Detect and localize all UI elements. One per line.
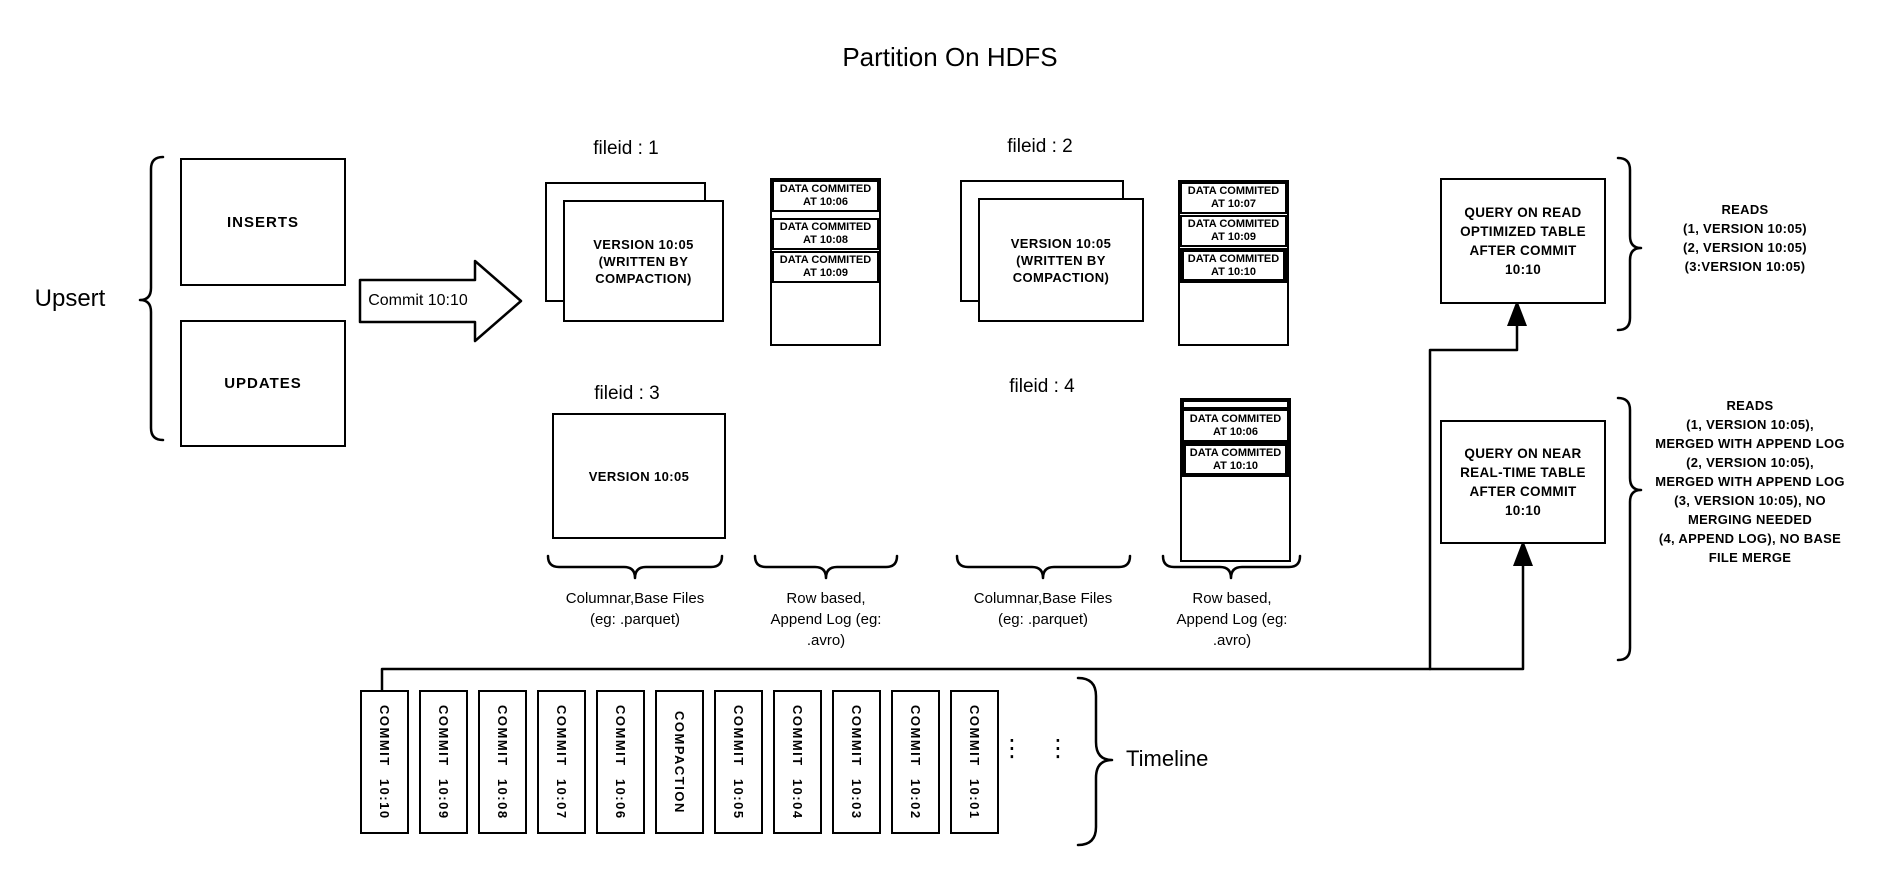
log-segment: DATA COMMITED AT 10:07 [1180,182,1287,214]
timeline-item-label: COMMIT 10:04 [790,704,805,820]
log-segment-label: DATA COMMITED AT 10:09 [779,254,872,279]
fileid-4-label: fileid : 4 [1009,376,1075,397]
log-segment-empty [1182,400,1289,409]
timeline-item-label: COMMIT 10:02 [908,704,923,820]
log-segment-label: DATA COMMITED AT 10:07 [1187,185,1280,210]
inserts-label: INSERTS [226,213,299,231]
fileid-1-base-file: VERSION 10:05 (WRITTEN BY COMPACTION) [563,200,724,322]
upsert-brace-icon [138,155,165,442]
legend-rowbased-1: Row based, Append Log (eg: .avro) [770,590,882,649]
timeline-item-label: COMMIT 10:03 [849,704,864,820]
timeline-item-label: COMMIT 10:08 [495,704,510,820]
updates-box: UPDATES [180,320,346,447]
commit-arrow-icon [358,259,523,343]
timeline-commit-10-09: COMMIT 10:09 [419,690,468,834]
log-segment-label: DATA COMMITED AT 10:08 [779,221,872,246]
underbrace-rowbased-2-icon [1161,554,1302,580]
log-segment: DATA COMMITED AT 10:09 [1180,215,1287,247]
fileid-1-label: fileid : 1 [593,138,659,159]
timeline-ellipsis-1: ⋮ [1000,735,1024,762]
fileid-3-base-file: VERSION 10:05 [552,413,726,539]
query-read-optimized-label: QUERY ON READ OPTIMIZED TABLE AFTER COMM… [1460,205,1586,277]
timeline-commit-10-08: COMMIT 10:08 [478,690,527,834]
timeline-label: Timeline [1126,746,1209,771]
query-near-real-time-box: QUERY ON NEAR REAL-TIME TABLE AFTER COMM… [1440,420,1606,544]
log-segment: DATA COMMITED AT 10:06 [1182,409,1289,442]
timeline-commit-10-05: COMMIT 10:05 [714,690,763,834]
timeline-commit-10-10: COMMIT 10:10 [360,690,409,834]
fileid-3-version-label: VERSION 10:05 [588,468,690,484]
reads-near-real-time: READS (1, VERSION 10:05), MERGED WITH AP… [1655,398,1845,565]
legend-rowbased-2: Row based, Append Log (eg: .avro) [1176,590,1288,649]
fileid-2-label: fileid : 2 [1007,136,1073,157]
timeline-commit-10-07: COMMIT 10:07 [537,690,586,834]
fileid-2-base-file: VERSION 10:05 (WRITTEN BY COMPACTION) [978,198,1144,322]
fileid-2-append-log: DATA COMMITED AT 10:07 DATA COMMITED AT … [1178,180,1289,346]
query-near-real-time-label: QUERY ON NEAR REAL-TIME TABLE AFTER COMM… [1460,446,1586,518]
timeline-commit-10-06: COMMIT 10:06 [596,690,645,834]
underbrace-columnar-2-icon [955,554,1132,580]
connector-timeline-to-read-optimized [1428,320,1519,671]
fileid-4-append-log: DATA COMMITED AT 10:06 DATA COMMITED AT … [1180,398,1291,562]
fileid-3-label: fileid : 3 [594,383,660,404]
timeline-item-label: COMMIT 10:07 [554,704,569,820]
timeline-item-label: COMMIT 10:01 [967,704,982,820]
timeline-ellipsis-2: ⋮ [1046,735,1070,762]
log-segment-label: DATA COMMITED AT 10:10 [1189,446,1282,472]
log-segment-label: DATA COMMITED AT 10:06 [1189,412,1282,438]
fileid-1-version-label: VERSION 10:05 (WRITTEN BY COMPACTION) [593,236,694,286]
upsert-label: Upsert [34,285,106,312]
log-segment-label: DATA COMMITED AT 10:10 [1187,252,1280,278]
reads-brace-near-real-time-icon [1616,396,1643,662]
connector-timeline-to-near-real-time [380,560,1525,693]
timeline-commit-10-03: COMMIT 10:03 [832,690,881,834]
updates-label: UPDATES [224,375,302,392]
arrowhead-read-optimized-icon [1507,300,1527,326]
timeline-commit-10-01: COMMIT 10:01 [950,690,999,834]
timeline-item-label: COMPACTION [672,710,687,814]
log-segment: DATA COMMITED AT 10:08 [772,218,879,250]
fileid-1-append-log: DATA COMMITED AT 10:06 DATA COMMITED AT … [770,178,881,346]
log-segment-label: DATA COMMITED AT 10:09 [1187,218,1280,243]
underbrace-columnar-1-icon [546,554,724,580]
log-segment-label: DATA COMMITED AT 10:06 [779,183,872,208]
arrowhead-near-real-time-icon [1513,540,1533,566]
underbrace-rowbased-1-icon [753,554,899,580]
timeline-brace-icon [1076,676,1114,847]
timeline-commit-10-02: COMMIT 10:02 [891,690,940,834]
reads-brace-read-optimized-icon [1616,156,1643,332]
timeline-item-label: COMMIT 10:09 [436,704,451,820]
log-segment: DATA COMMITED AT 10:09 [772,251,879,283]
timeline-item-label: COMMIT 10:06 [613,704,628,820]
commit-arrow-label: Commit 10:10 [368,292,468,309]
timeline-compaction: COMPACTION [655,690,704,834]
query-read-optimized-box: QUERY ON READ OPTIMIZED TABLE AFTER COMM… [1440,178,1606,304]
fileid-2-version-label: VERSION 10:05 (WRITTEN BY COMPACTION) [1010,235,1112,285]
timeline-item-label: COMMIT 10:05 [731,704,746,820]
legend-columnar-2: Columnar,Base Files (eg: .parquet) [973,590,1113,628]
legend-columnar-1: Columnar,Base Files (eg: .parquet) [565,590,705,628]
inserts-box: INSERTS [180,158,346,286]
diagram-title: Partition On HDFS [842,42,1058,72]
timeline-item-label: COMMIT 10:10 [377,704,392,820]
log-segment-latest: DATA COMMITED AT 10:10 [1180,248,1287,283]
timeline-commit-10-04: COMMIT 10:04 [773,690,822,834]
reads-read-optimized: READS (1, VERSION 10:05) (2, VERSION 10:… [1683,202,1807,274]
log-segment-latest: DATA COMMITED AT 10:10 [1182,442,1289,477]
log-segment: DATA COMMITED AT 10:06 [772,180,879,212]
